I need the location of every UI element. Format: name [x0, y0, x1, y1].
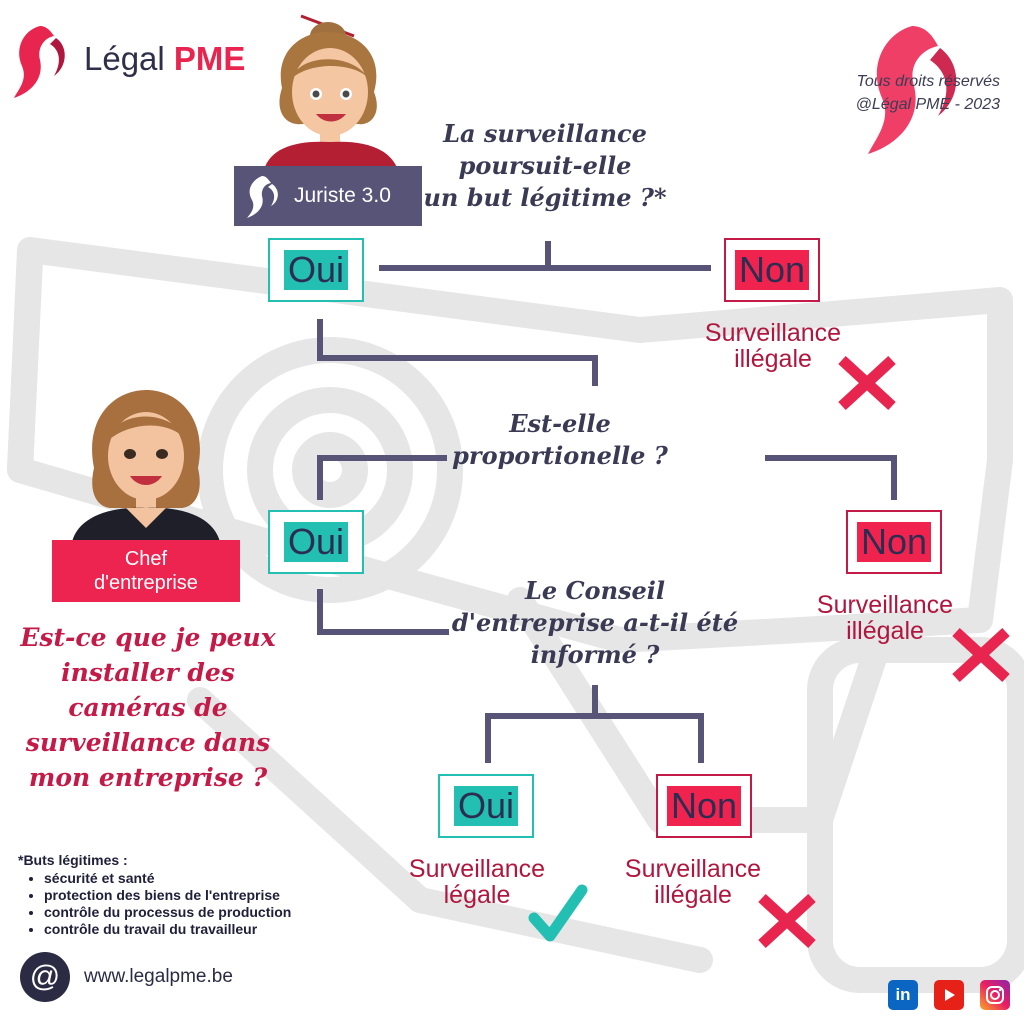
flamingo-logo-icon [247, 176, 278, 218]
instagram-icon[interactable] [980, 980, 1010, 1010]
at-sign-icon: @ [20, 952, 70, 1002]
juriste-label: Juriste 3.0 [234, 166, 422, 226]
brand-name-part1: Légal [84, 40, 165, 77]
answer-no-box: Non [846, 510, 942, 574]
result-illegal: Surveillance illégale [790, 592, 980, 644]
flamingo-logo-icon [14, 26, 65, 98]
question-works-council-informed: Le Conseil d'entreprise a-t-il été infor… [430, 575, 760, 671]
copyright-line2: @Légal PME - 2023 [855, 96, 1000, 113]
copyright-line1: Tous droits réservés [856, 73, 1000, 90]
question-line: La surveillance [443, 119, 647, 148]
result-line: Surveillance [816, 591, 954, 619]
result-legal: Surveillance légale [382, 856, 572, 908]
chef-label-line1: Chef [124, 548, 168, 570]
footnote-title: *Buts légitimes : [18, 852, 128, 868]
question-line: proportionelle ? [452, 441, 668, 470]
list-item: sécurité et santé [44, 870, 358, 887]
linkedin-text: in [895, 985, 911, 1004]
result-line: illégale [654, 881, 732, 909]
list-item: protection des biens de l'entreprise [44, 887, 358, 904]
result-line: illégale [846, 617, 924, 645]
question-legitimate-purpose: La surveillance poursuit-elle un but lég… [410, 118, 680, 214]
red-cross-icon [838, 355, 896, 411]
brand-name: Légal PME [84, 40, 245, 78]
chef-label: Chef d'entreprise [52, 540, 240, 602]
chef-avatar [72, 390, 220, 542]
question-line: informé ? [530, 640, 660, 669]
result-line: Surveillance [624, 855, 762, 883]
question-proportional: Est-elle proportionelle ? [420, 408, 700, 472]
list-item: contrôle du travail du travailleur [44, 921, 358, 938]
brand-name-part2: PME [173, 40, 246, 77]
question-line: d'entreprise a-t-il été [451, 608, 739, 637]
play-icon [945, 989, 955, 1001]
answer-yes-label: Oui [453, 786, 519, 826]
juriste-label-text: Juriste 3.0 [294, 184, 391, 207]
answer-yes-label: Oui [283, 522, 349, 562]
question-line: un but légitime ?* [423, 183, 667, 212]
chef-label-line2: d'entreprise [94, 572, 198, 594]
answer-no-box: Non [724, 238, 820, 302]
copyright-notice: Tous droits réservés @Légal PME - 2023 [800, 70, 1000, 116]
answer-no-label: Non [734, 250, 810, 290]
result-illegal: Surveillance illégale [598, 856, 788, 908]
result-line: Surveillance [704, 319, 842, 347]
answer-no-box: Non [656, 774, 752, 838]
result-line: illégale [734, 345, 812, 373]
answer-yes-box: Oui [268, 510, 364, 574]
answer-yes-box: Oui [268, 238, 364, 302]
result-line: Surveillance [408, 855, 546, 883]
chef-question: Est-ce que je peux installer des caméras… [20, 623, 276, 792]
at-symbol: @ [29, 960, 61, 993]
question-line: poursuit-elle [458, 151, 632, 180]
result-line: légale [443, 881, 511, 909]
answer-yes-box: Oui [438, 774, 534, 838]
question-line: Le Conseil [524, 576, 666, 605]
juriste-avatar [264, 14, 398, 170]
youtube-icon[interactable] [934, 980, 964, 1010]
linkedin-icon[interactable]: in [888, 980, 918, 1010]
result-illegal: Surveillance illégale [678, 320, 868, 372]
list-item: contrôle du processus de production [44, 904, 358, 921]
camera-glyph-icon [986, 986, 1004, 1004]
red-cross-icon [758, 893, 816, 949]
green-check-icon [528, 884, 588, 942]
answer-no-label: Non [856, 522, 932, 562]
legitimate-purposes-footnote: *Buts légitimes : sécurité et santé prot… [18, 852, 358, 938]
footnote-list: sécurité et santé protection des biens d… [18, 870, 358, 938]
answer-no-label: Non [666, 786, 742, 826]
flamingo-watermark-icon [868, 26, 957, 154]
red-cross-icon [952, 627, 1010, 683]
answer-yes-label: Oui [283, 250, 349, 290]
website-link[interactable]: www.legalpme.be [84, 966, 233, 987]
question-line: Est-elle [509, 409, 611, 438]
